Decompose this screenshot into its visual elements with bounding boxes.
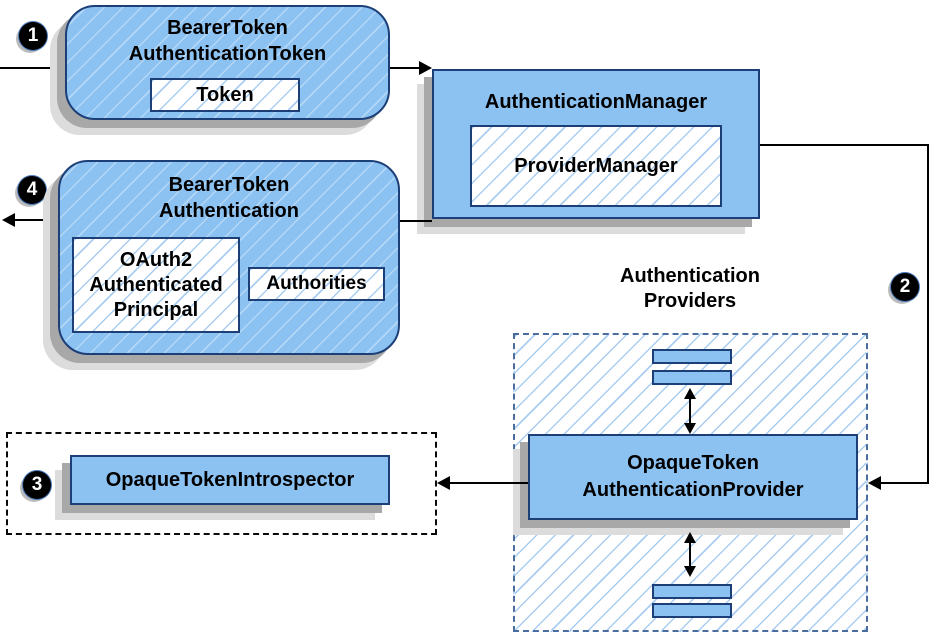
- manager-to-provider-line-top: [760, 144, 929, 146]
- provider-placeholder-bar-bottom-2: [652, 603, 732, 618]
- top-double-arrow-down-icon: [684, 423, 696, 434]
- authentication-manager-node: AuthenticationManager ProviderManager: [432, 69, 760, 219]
- authentication-providers-label-line1: Authentication: [620, 265, 760, 287]
- step-1-badge: 1: [19, 22, 47, 50]
- bearer-token-authentication-title-line2: Authentication: [159, 200, 299, 222]
- opaque-token-introspector-node: OpaqueTokenIntrospector: [70, 455, 390, 505]
- opaque-token-introspector-title: OpaqueTokenIntrospector: [105, 469, 355, 491]
- bearer-token-authentication-title: BearerToken Authentication: [60, 172, 398, 224]
- bottom-double-arrow-line: [689, 541, 691, 568]
- bearer-token-authentication-token-title-line2: AuthenticationToken: [128, 43, 327, 65]
- authentication-providers-label-line2: Providers: [643, 290, 737, 312]
- authorities-box: Authorities: [248, 267, 385, 301]
- step-2-badge: 2: [891, 273, 919, 301]
- outgoing-authentication-arrowhead-icon: [2, 213, 15, 227]
- provider-manager-box: ProviderManager: [470, 125, 722, 207]
- oauth2-authenticated-principal-line2: Authenticated: [89, 273, 223, 296]
- bearer-token-authentication-title-line1: BearerToken: [168, 174, 290, 196]
- top-double-arrow-up-icon: [684, 388, 696, 399]
- top-double-arrow-line: [689, 397, 691, 426]
- bearer-token-authentication-token-node: BearerToken AuthenticationToken Token: [65, 5, 390, 120]
- provider-placeholder-bar-top-2: [652, 370, 732, 385]
- opaque-token-authentication-provider-title-line2: AuthenticationProvider: [582, 479, 804, 501]
- oauth2-authenticated-principal-label: OAuth2 Authenticated Principal: [74, 248, 238, 323]
- manager-to-provider-arrowhead-icon: [868, 476, 881, 490]
- manager-to-bta-line: [400, 220, 432, 222]
- step-3-number: 3: [31, 474, 43, 495]
- bottom-double-arrow-up-icon: [684, 532, 696, 543]
- outgoing-authentication-line: [13, 219, 58, 221]
- authentication-manager-title: AuthenticationManager: [484, 91, 708, 113]
- opaque-token-authentication-provider-node: OpaqueToken AuthenticationProvider: [528, 434, 858, 520]
- btat-to-manager-arrowhead-icon: [419, 61, 432, 75]
- introspector-container: [6, 432, 437, 535]
- btat-to-manager-line: [390, 67, 420, 69]
- step-4-badge: 4: [18, 176, 46, 204]
- bearer-token-authentication-node: BearerToken Authentication OAuth2 Authen…: [58, 160, 400, 355]
- provider-to-introspector-line: [449, 482, 528, 484]
- bearer-token-authentication-token-title-line1: BearerToken: [167, 17, 288, 39]
- provider-to-introspector-arrowhead-icon: [437, 476, 450, 490]
- step-2-number: 2: [899, 276, 911, 297]
- provider-placeholder-bar-top-1: [652, 349, 732, 364]
- opaque-token-authentication-provider-title: OpaqueToken AuthenticationProvider: [530, 450, 856, 504]
- opaque-token-authentication-provider-title-line1: OpaqueToken: [627, 452, 759, 474]
- provider-manager-label: ProviderManager: [514, 155, 678, 177]
- oauth2-authenticated-principal-box: OAuth2 Authenticated Principal: [72, 237, 240, 333]
- manager-to-provider-line-bottom: [881, 482, 929, 484]
- authorities-label: Authorities: [266, 273, 367, 294]
- authentication-providers-label: Authentication Providers: [540, 264, 840, 314]
- step-3-badge: 3: [23, 471, 51, 499]
- incoming-request-line: [0, 67, 65, 69]
- oauth2-authenticated-principal-line3: Principal: [113, 298, 199, 321]
- oauth2-authenticated-principal-line1: OAuth2: [119, 248, 193, 271]
- bearer-token-authentication-token-title: BearerToken AuthenticationToken: [67, 15, 388, 67]
- step-4-number: 4: [26, 179, 38, 200]
- bottom-double-arrow-down-icon: [684, 566, 696, 577]
- manager-to-provider-line-vertical: [927, 144, 929, 484]
- provider-placeholder-bar-bottom-1: [652, 584, 732, 599]
- token-box: Token: [150, 78, 300, 112]
- token-label: Token: [196, 84, 254, 106]
- step-1-number: 1: [27, 25, 39, 46]
